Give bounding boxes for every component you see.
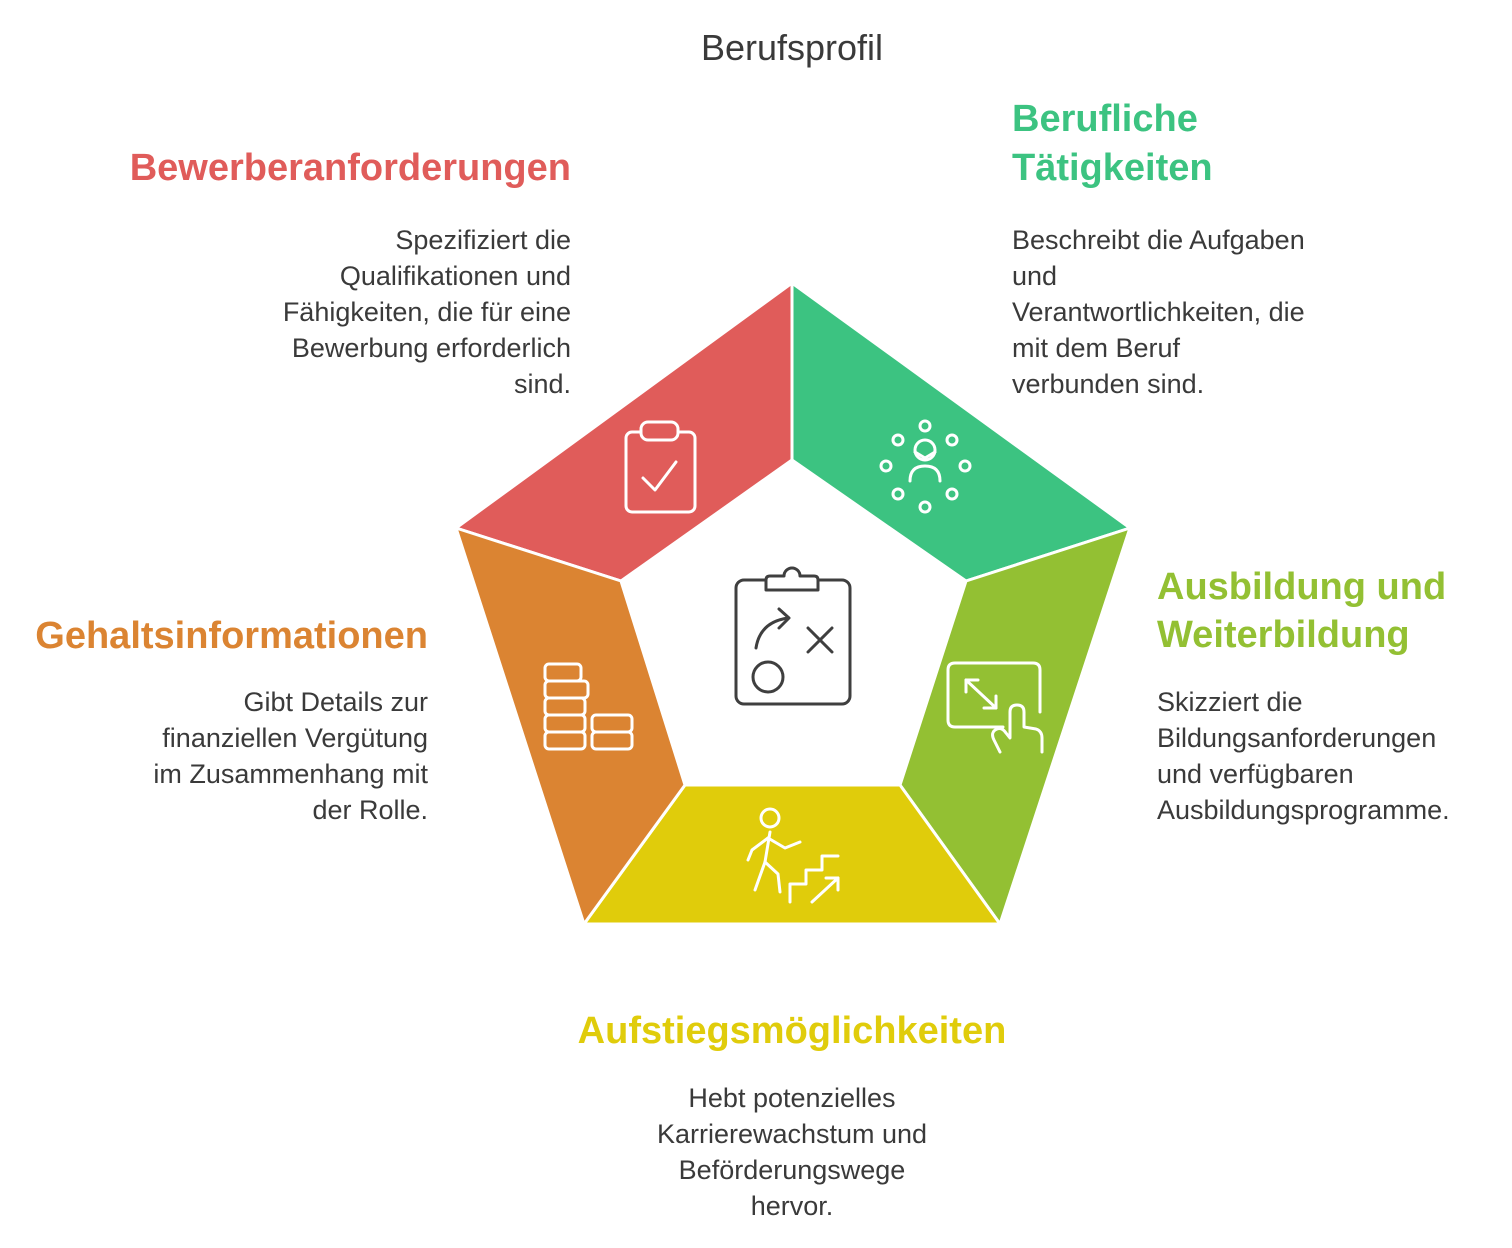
section-salary: Gehaltsinformationen Gibt Details zur fi… — [35, 615, 428, 825]
section-description-line: finanziellen Vergütung — [162, 723, 428, 753]
section-description-line: im Zusammenhang mit — [153, 759, 428, 789]
section-heading: Weiterbildung — [1157, 614, 1410, 656]
section-description-line: Bewerbung erforderlich — [292, 333, 571, 363]
section-activities: Berufliche Tätigkeiten Beschreibt die Au… — [1012, 98, 1305, 399]
section-description-line: Gibt Details zur — [243, 687, 428, 717]
section-description-line: Hebt potenzielles — [688, 1083, 895, 1113]
section-description-line: hervor. — [751, 1191, 834, 1221]
section-heading: Ausbildung und — [1157, 566, 1446, 608]
section-description-line: sind. — [514, 369, 571, 399]
strategy-clipboard-icon — [734, 566, 852, 706]
section-description-line: Verantwortlichkeiten, die — [1012, 297, 1305, 327]
section-heading: Bewerberanforderungen — [130, 147, 571, 189]
diagram-title: Berufsprofil — [701, 27, 883, 68]
section-description-line: und — [1012, 261, 1057, 291]
section-description-line: Qualifikationen und — [340, 261, 571, 291]
section-description-line: Ausbildungsprogramme. — [1157, 795, 1450, 825]
section-description-line: verbunden sind. — [1012, 369, 1204, 399]
section-description-line: mit dem Beruf — [1012, 333, 1181, 363]
section-description-line: und verfügbaren — [1157, 759, 1354, 789]
section-description-line: Skizziert die — [1157, 687, 1303, 717]
section-advancement: Aufstiegsmöglichkeiten Hebt potenzielles… — [578, 1010, 1007, 1221]
resize-touch-icon — [946, 661, 1044, 754]
section-heading: Gehaltsinformationen — [35, 615, 428, 657]
segment-activities — [790, 281, 1132, 583]
stairs-climb-icon — [746, 807, 840, 904]
section-heading: Aufstiegsmöglichkeiten — [578, 1010, 1007, 1052]
coin-stacks-icon — [543, 662, 634, 751]
section-training: Ausbildung und Weiterbildung Skizziert d… — [1157, 566, 1450, 825]
section-heading: Berufliche — [1012, 98, 1198, 140]
segment-requirements — [454, 281, 794, 583]
section-description-line: Beförderungswege — [679, 1155, 906, 1185]
section-description-line: der Rolle. — [312, 795, 428, 825]
section-heading: Tätigkeiten — [1012, 147, 1213, 189]
section-requirements: Bewerberanforderungen Spezifiziert die Q… — [130, 147, 571, 399]
section-description-line: Bildungsanforderungen — [1157, 723, 1436, 753]
section-description-line: Fähigkeiten, die für eine — [283, 297, 571, 327]
clipboard-check-icon — [624, 420, 697, 514]
team-person-icon — [879, 419, 972, 514]
section-description-line: Karrierewachstum und — [657, 1119, 927, 1149]
section-description-line: Beschreibt die Aufgaben — [1012, 225, 1305, 255]
section-description-line: Spezifiziert die — [395, 225, 571, 255]
